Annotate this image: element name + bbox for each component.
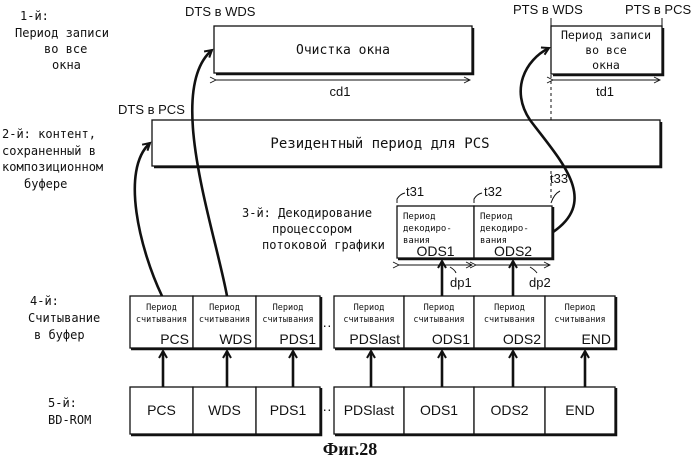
label-line: 5-й: [48,396,77,410]
bdrom-row: PCS WDS PDS1 PDSlast ODS1 ODS2 END ·· [130,387,616,435]
read-text: считывания [484,315,535,325]
decode-ods-label: ODS1 [416,243,454,259]
label-line: Период записи [15,26,109,40]
read-text: считывания [413,315,464,325]
t32-leader [474,193,482,203]
label-line: процессором [272,222,351,236]
t33-leader [551,191,560,203]
decode-text: Период [403,212,436,222]
decode-row: Периоддекодиро-ванияODS1Периоддекодиро-в… [397,206,553,259]
dts-wds-label: DTS в WDS [185,4,256,19]
label-line: во все [44,42,87,56]
label-line: потоковой графики [262,238,385,252]
label-line: BD-ROM [48,413,91,427]
dts-pcs-label: DTS в PCS [118,102,185,117]
read-item-label: PDSlast [349,331,400,347]
bdrom-segment-label: END [565,402,595,418]
t31-label: t31 [406,184,424,199]
read-text: считывания [199,315,250,325]
read-item-label: ODS2 [503,331,541,347]
label-line: композиционном [2,160,103,174]
read-item-label: END [581,331,611,347]
bdrom-segment-label: ODS1 [420,402,458,418]
decode-text: декодиро- [480,224,529,234]
ellipsis: ·· [322,317,331,333]
bdrom-segment-label: PDS1 [270,402,307,418]
dp2-leader [530,267,537,273]
read-item-label: ODS1 [432,331,470,347]
bdrom-segment-label: PCS [147,402,176,418]
label-line: 2-й: контент, [2,127,96,141]
read-text: Период [273,303,304,313]
decode-text: декодиро- [403,224,452,234]
cd1-label: cd1 [330,84,351,99]
read-text: считывания [136,315,187,325]
read-item-label: PCS [160,331,189,347]
stage-1-label: 1-й: Период записи во все окна [15,9,109,72]
decode-text: Период [480,212,513,222]
label-line: в буфер [34,328,85,342]
t33-label: t33 [550,171,568,186]
bdrom-segment-label: PDSlast [344,402,395,418]
pts-wds-label: PTS в WDS [513,2,583,17]
stage-2-label: 2-й: контент, сохраненный в композиционн… [2,127,103,191]
dp2-label: dp2 [529,275,551,290]
write-text: во все [585,43,627,57]
ellipsis: ·· [322,401,331,417]
bdrom-segment-label: WDS [208,402,241,418]
read-item-label: PDS1 [279,331,316,347]
label-line: Считывание [28,311,100,325]
read-text: Период [565,303,596,313]
read-text: считывания [262,315,313,325]
curve-arrow-wds [192,50,227,296]
read-item-label: WDS [219,331,252,347]
label-line: 1-й: [20,9,49,23]
read-text: Период [209,303,240,313]
read-text: Период [494,303,525,313]
resident-period-text: Резидентный период для PCS [270,136,489,152]
label-line: буфере [24,177,67,191]
write-text: окна [592,58,620,72]
read-text: Период [354,303,385,313]
read-text: считывания [343,315,394,325]
label-line: 4-й: [30,294,59,308]
t31-leader [397,193,405,203]
label-line: 3-й: Декодирование [242,206,372,220]
stage-3-label: 3-й: Декодирование процессором потоковой… [242,206,385,252]
t32-label: t32 [484,184,502,199]
figure-caption: Фиг.28 [323,439,377,459]
pts-pcs-label: PTS в PCS [625,2,691,17]
read-row: Период считыванияPCS Период считыванияWDS Пе… [130,296,616,349]
stage-5-label: 5-й: BD-ROM [48,396,91,427]
label-line: окна [52,58,81,72]
td1-label: td1 [596,84,614,99]
read-text: Период [424,303,455,313]
label-line: сохраненный в [2,144,96,158]
bdrom-segment-label: ODS2 [490,402,528,418]
dp1-leader [450,267,456,273]
decode-ods-label: ODS2 [494,243,532,259]
stage-4-label: 4-й: Считывание в буфер [28,294,100,342]
window-clear-text: Очистка окна [296,43,390,58]
dp1-label: dp1 [450,275,472,290]
write-text: Период записи [561,28,651,42]
read-text: Период [146,303,177,313]
read-text: считывания [554,315,605,325]
